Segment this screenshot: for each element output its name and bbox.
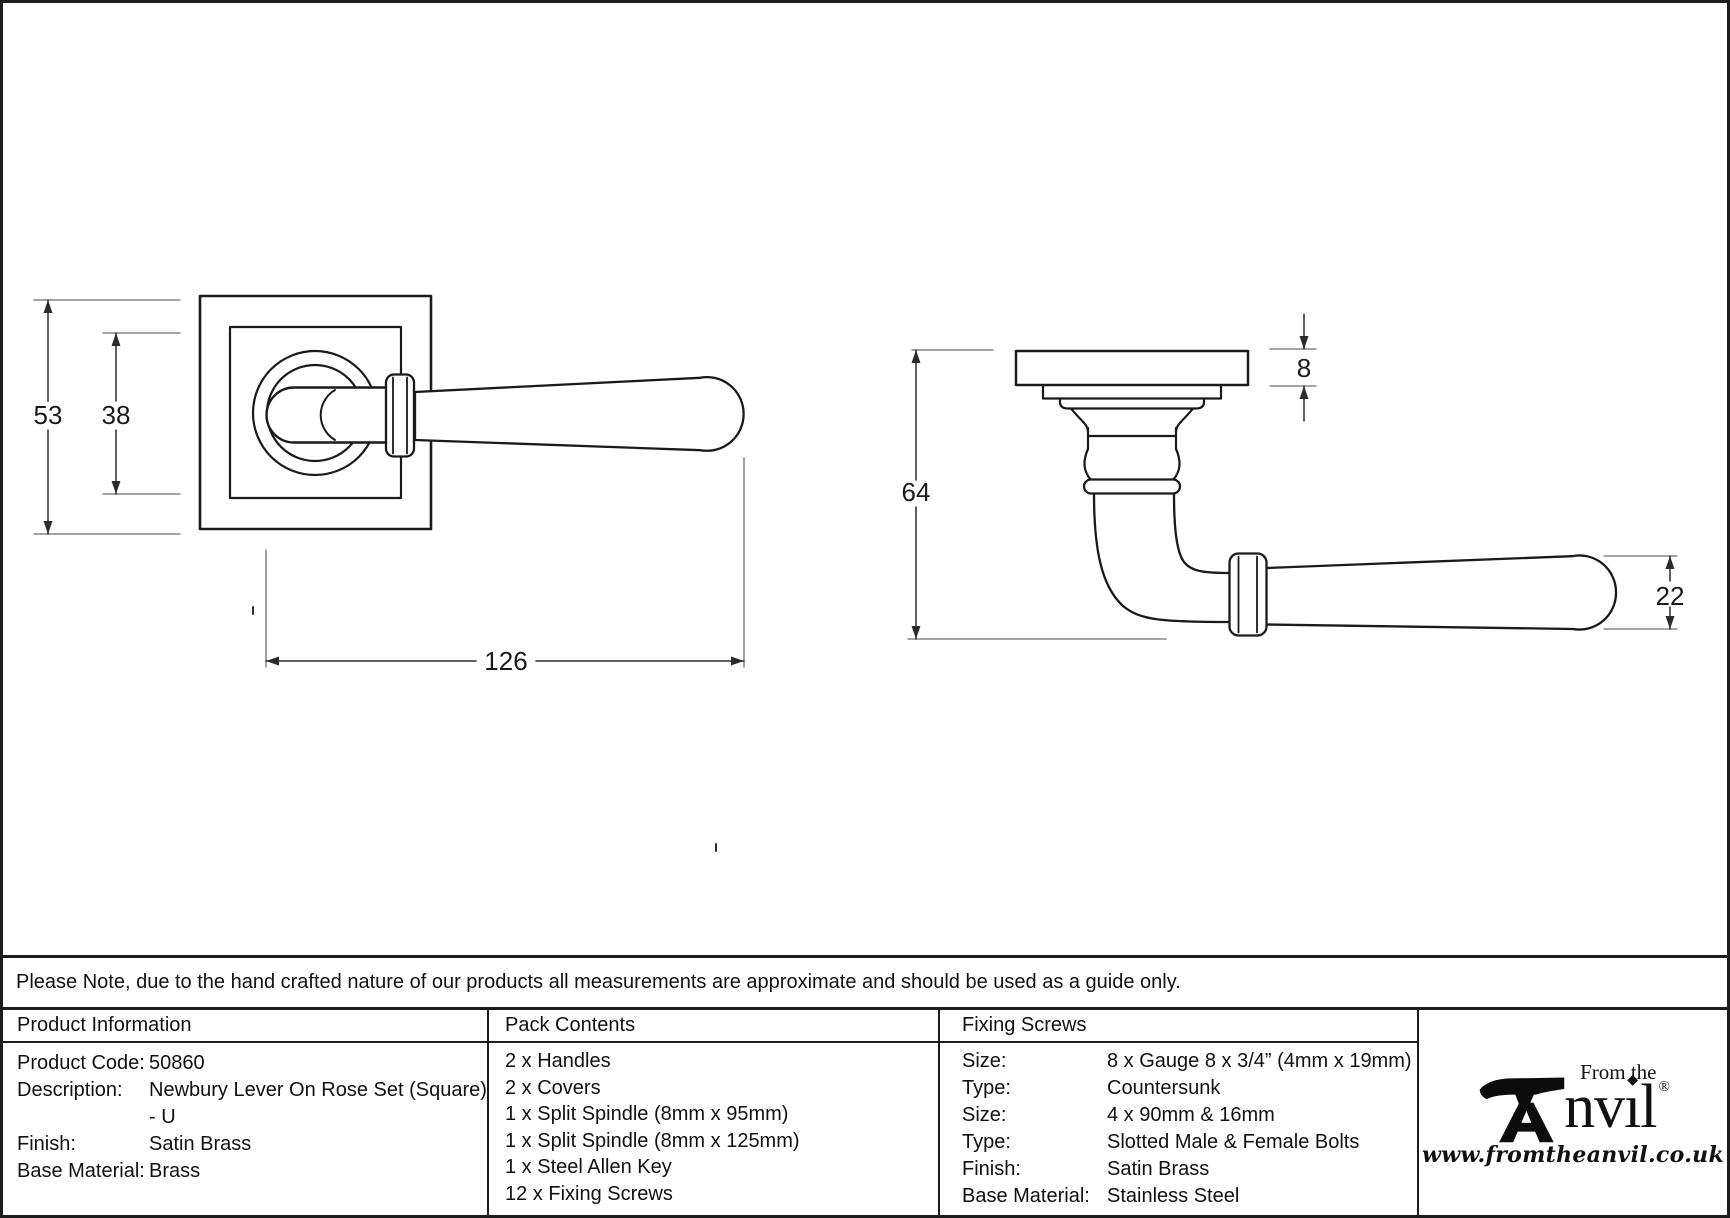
product-information-cell: Product Code: 50860 Description: Newbury… — [3, 1043, 489, 1215]
field-value: 8 x Gauge 8 x 3/4” (4mm x 19mm) — [1107, 1050, 1412, 1072]
field-value: Stainless Steel — [1107, 1185, 1240, 1207]
field-value: Brass — [149, 1160, 201, 1182]
lever-collar-front — [384, 373, 416, 458]
extension-lines — [33, 299, 1678, 668]
field-label: Finish: — [17, 1133, 76, 1155]
lever-grip-front — [413, 376, 745, 452]
field-value: Newbury Lever On Rose Set (Square) - U — [149, 1079, 487, 1128]
logo-wordmark: From the nvı◆l® — [1564, 1058, 1670, 1141]
dimension-lines — [47, 299, 1671, 662]
elbow-outer — [1092, 492, 1232, 624]
spec-table: Product Information Pack Contents Fixing… — [3, 1010, 1727, 1215]
side-view — [1014, 349, 1618, 637]
field-value: Countersunk — [1107, 1077, 1221, 1099]
logo-prefix: From the — [1580, 1059, 1657, 1084]
field-label: Size: — [962, 1050, 1007, 1072]
field-value: Satin Brass — [1107, 1158, 1210, 1180]
anvil-icon — [1479, 1077, 1565, 1142]
measurement-note-text: Please Note, due to the hand crafted nat… — [16, 971, 1181, 993]
diamond-icon: ◆ — [1627, 1071, 1638, 1088]
field-value: Slotted Male & Female Bolts — [1107, 1131, 1360, 1153]
field-label: Type: — [962, 1131, 1011, 1153]
field-label: Product Code: — [17, 1052, 145, 1074]
field-label: Finish: — [962, 1158, 1021, 1180]
field-label: Size: — [962, 1104, 1007, 1126]
logo-url: www.fromtheanvil.co.uk — [1421, 1141, 1724, 1168]
pack-item: 1 x Steel Allen Key — [505, 1156, 672, 1178]
field-label: Description: — [17, 1079, 123, 1101]
lever-grip-side — [1264, 554, 1618, 631]
dim-8: 8 — [1297, 353, 1311, 383]
header-pack-contents: Pack Contents — [489, 1010, 940, 1043]
dim-126: 126 — [484, 646, 527, 676]
measurement-note: Please Note, due to the hand crafted nat… — [3, 955, 1727, 1010]
pack-item: 12 x Fixing Screws — [505, 1182, 673, 1205]
pack-item: 1 x Split Spindle (8mm x 125mm) — [505, 1129, 800, 1152]
stray-ticks — [252, 606, 717, 852]
lever-collar-side — [1228, 552, 1268, 637]
field-label: Base Material: — [17, 1160, 145, 1182]
dim-22: 22 — [1656, 581, 1685, 611]
pack-contents-cell: 2 x Handles 2 x Covers 1 x Split Spindle… — [489, 1043, 940, 1215]
logo-name: nvı◆l® — [1564, 1071, 1670, 1141]
field-value: 50860 — [149, 1052, 205, 1074]
field-label: Base Material: — [962, 1185, 1090, 1207]
neck-inner-arc — [319, 389, 336, 441]
logo-letter-i: ı◆ — [1624, 1071, 1641, 1141]
dimension-labels: 53 38 126 64 8 22 — [34, 353, 1685, 676]
field-value: 4 x 90mm & 16mm — [1107, 1104, 1275, 1126]
neck-ring-side — [1082, 478, 1182, 495]
drawing-canvas: 53 38 126 64 8 22 — [33, 294, 1685, 852]
rose-plate-side — [1014, 349, 1250, 387]
dimension-arrows — [43, 300, 1675, 666]
pack-item: 2 x Handles — [505, 1050, 611, 1072]
field-label: Type: — [962, 1077, 1011, 1099]
registered-mark: ® — [1658, 1078, 1670, 1095]
dim-64: 64 — [902, 477, 931, 507]
pack-item: 2 x Covers — [505, 1076, 601, 1099]
fixing-screws-cell: Size: 8 x Gauge 8 x 3/4” (4mm x 19mm) Ty… — [940, 1043, 1419, 1215]
pack-item: 1 x Split Spindle (8mm x 95mm) — [505, 1103, 789, 1125]
dim-38: 38 — [102, 400, 131, 430]
front-view — [198, 294, 745, 531]
elbow-inner — [1172, 492, 1232, 575]
lever-neck — [265, 386, 390, 444]
header-product-information: Product Information — [3, 1010, 489, 1043]
header-fixing-screws: Fixing Screws — [940, 1010, 1419, 1043]
technical-drawing-area: 53 38 126 64 8 22 — [3, 3, 1727, 955]
field-value: Satin Brass — [149, 1133, 252, 1155]
logo-lockup: From the nvı◆l® — [1478, 1058, 1670, 1144]
brand-logo: From the nvı◆l® www.fromtheanvil.co.uk — [1419, 1010, 1727, 1215]
dim-53: 53 — [34, 400, 63, 430]
